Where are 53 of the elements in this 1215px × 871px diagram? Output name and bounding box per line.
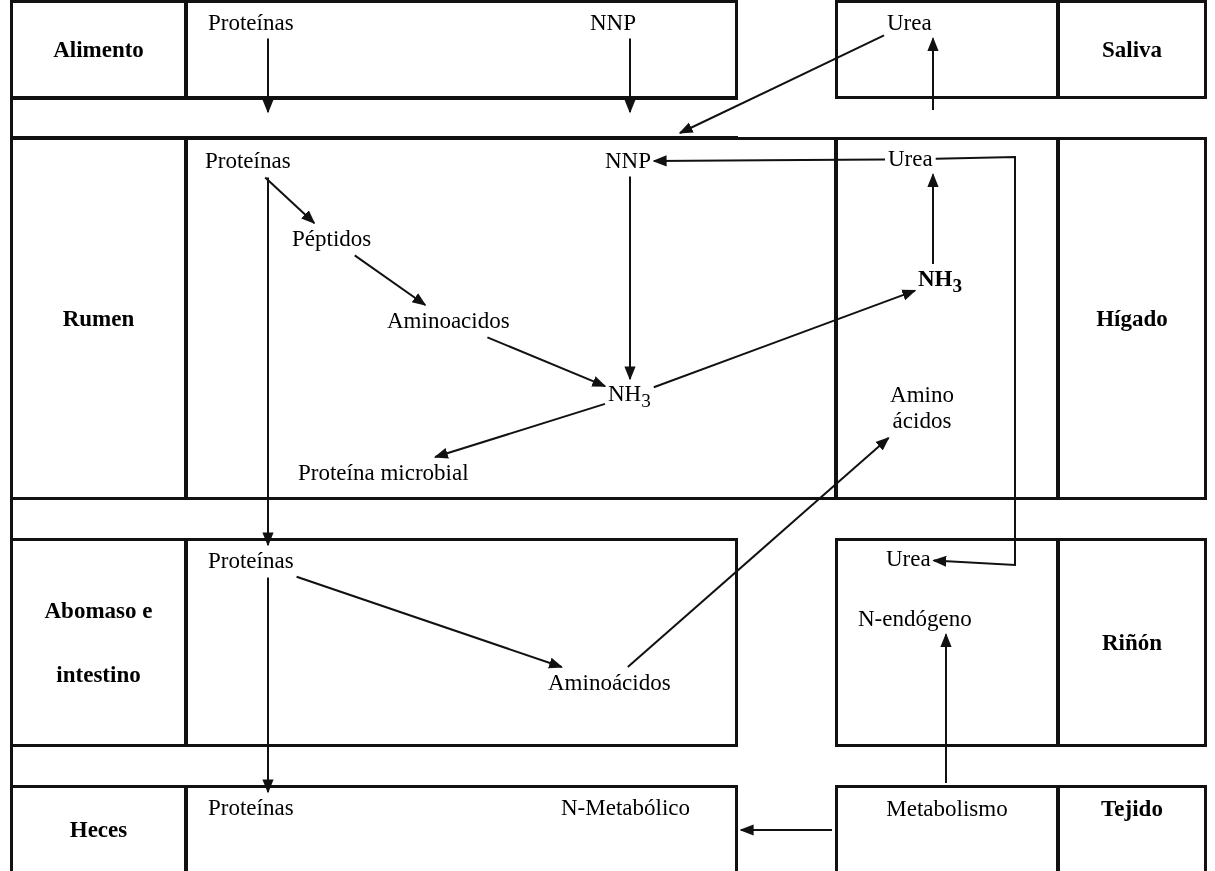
nutrient-text: Aminoácidos (548, 670, 671, 697)
nutrient-text: Urea (887, 10, 932, 37)
organ-label-box: Abomaso e intestino (10, 538, 187, 747)
arrow (652, 155, 886, 167)
process-box: Metabolismo (835, 785, 1059, 871)
arrow (262, 176, 274, 547)
compartment-box (835, 538, 1059, 747)
organ-label-box: Tejido (1057, 785, 1207, 871)
arrow (486, 336, 607, 388)
arrow (295, 575, 564, 669)
arrow (262, 576, 274, 794)
nutrient-text: N-Metabólico (553, 795, 698, 822)
arrow (626, 436, 890, 668)
nutrient-text: Péptidos (292, 226, 372, 253)
nutrient-text: Proteínas (208, 548, 294, 575)
organ-label-box: Hígado (1057, 137, 1207, 500)
nutrient-text: Proteínas (208, 10, 294, 37)
nutrient-text: NH$_{3}$ (608, 381, 651, 412)
arrow (353, 254, 427, 306)
organ-label-box: Saliva (1057, 0, 1207, 99)
arrow (433, 402, 606, 459)
nutrient-text: N-endógeno (858, 606, 972, 633)
arrow (940, 633, 952, 784)
arrow (624, 37, 636, 114)
arrow (927, 37, 939, 111)
organ-label-box: Alimento (10, 0, 187, 99)
nutrient-text: Proteínas (208, 795, 294, 822)
nutrient-text: Proteínas (205, 148, 291, 175)
nutrient-text: Urea (888, 146, 933, 173)
arrow (624, 175, 636, 381)
organ-label-box: Rumen (10, 137, 187, 500)
organ-label-box: Heces (10, 785, 187, 871)
nutrient-text: NNP (605, 148, 651, 175)
arrow (678, 34, 885, 134)
nutrient-text: Amino ácidos (872, 382, 972, 435)
compartment-box (185, 538, 738, 747)
compartment-box (835, 137, 1059, 500)
nutrient-text: NH$_{3}$ (918, 266, 963, 297)
compartment-box (185, 137, 837, 500)
nutrient-text: Proteína microbial (298, 460, 469, 487)
arrow (739, 824, 833, 836)
arrow (264, 176, 316, 224)
arrow (652, 289, 917, 389)
arrow (927, 173, 939, 265)
nutrient-text: Aminoacidos (387, 308, 510, 335)
nutrient-text: NNP (590, 10, 636, 37)
arrow (932, 155, 1016, 567)
arrow (262, 37, 274, 114)
organ-label-box: Riñón (1057, 538, 1207, 747)
nutrient-text: Urea (886, 546, 931, 573)
compartment-box (835, 0, 1059, 99)
compartment-box (185, 785, 738, 871)
compartment-box (185, 0, 738, 99)
